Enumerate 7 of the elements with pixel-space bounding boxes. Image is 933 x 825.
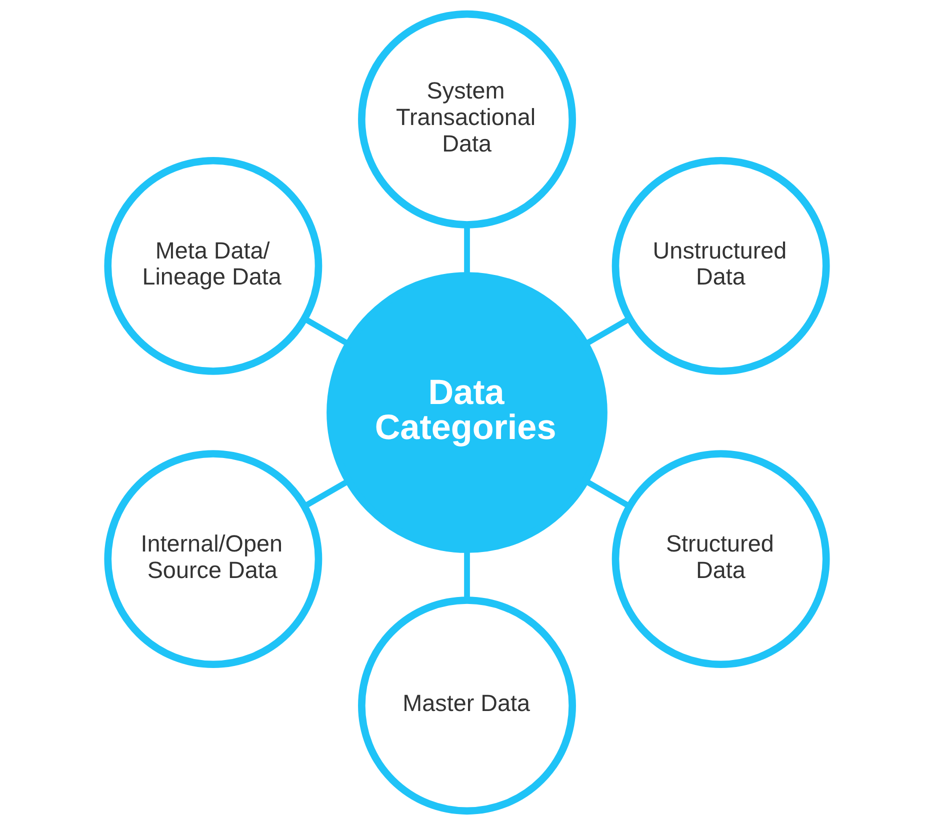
node-circle: Unstructured Data	[611, 156, 830, 375]
node-circle: Meta Data/ Lineage Data	[104, 156, 322, 375]
node-circle: Internal/Open Source Data	[104, 450, 322, 668]
node-circle: Structured Data	[611, 450, 830, 668]
node-circle: System Transactional Data	[358, 10, 576, 228]
node-circle: Master Data	[358, 596, 576, 815]
node-circle: Data Categories	[326, 272, 607, 553]
